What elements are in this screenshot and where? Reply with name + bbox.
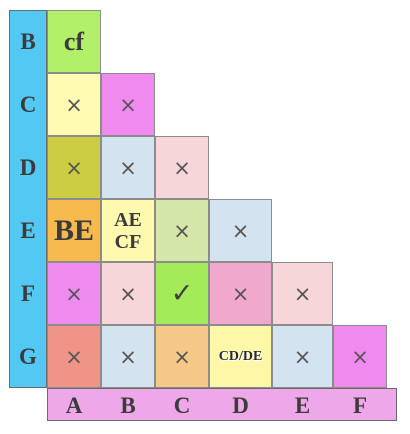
row-label-E: E — [20, 217, 36, 243]
row-label-C: C — [19, 91, 37, 117]
row-label-bar — [9, 10, 47, 388]
cell-F-E: × — [272, 262, 333, 325]
cell-F-C: ✓ — [155, 262, 209, 325]
column-label-D: D — [232, 393, 249, 418]
cell-D-B: × — [101, 136, 155, 199]
cell-G-B: × — [101, 325, 155, 388]
cell-G-E: × — [272, 325, 333, 388]
cell-F-D: × — [209, 262, 272, 325]
row-label-B: B — [20, 28, 36, 54]
cell-G-D: CD/DE — [209, 325, 272, 388]
cell-G-F: × — [333, 325, 387, 388]
column-label-C: C — [173, 393, 191, 418]
cell-B-A: cf — [47, 10, 101, 73]
cell-F-A: × — [47, 262, 101, 325]
column-label-F: F — [352, 393, 368, 418]
cell-E-B: AE CF — [101, 199, 155, 262]
column-label-E: E — [294, 393, 311, 418]
cell-C-B: × — [101, 73, 155, 136]
cell-G-A: × — [47, 325, 101, 388]
column-label-A: A — [65, 393, 83, 418]
cell-E-C: × — [155, 199, 209, 262]
cell-E-A: BE — [47, 199, 101, 262]
cell-F-B: × — [101, 262, 155, 325]
cell-D-A: × — [47, 136, 101, 199]
cell-D-C: × — [155, 136, 209, 199]
row-label-G: G — [19, 343, 37, 369]
column-label-bar — [47, 388, 397, 421]
cell-E-D: × — [209, 199, 272, 262]
row-label-F: F — [20, 280, 36, 306]
row-label-D: D — [19, 154, 37, 180]
column-label-B: B — [120, 393, 136, 418]
cell-C-A: × — [47, 73, 101, 136]
cell-G-C: × — [155, 325, 209, 388]
